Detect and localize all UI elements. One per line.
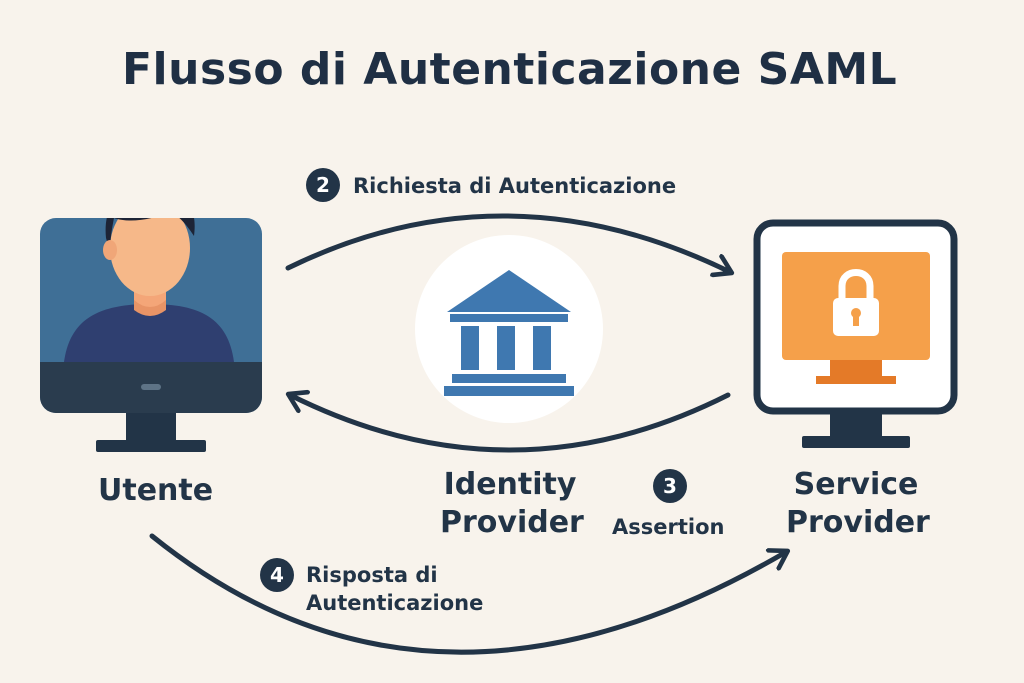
diagram-title: Flusso di Autenticazione SAML bbox=[122, 44, 898, 95]
step-3-label: Assertion bbox=[612, 515, 725, 539]
step-2-label: Richiesta di Autenticazione bbox=[353, 174, 677, 198]
sp-label-line1: Service bbox=[793, 467, 919, 502]
sp-label-line2: Provider bbox=[786, 505, 930, 540]
arrow-auth-request bbox=[285, 213, 730, 272]
idp-label-line2: Provider bbox=[440, 505, 584, 540]
step-2-badge: 2 bbox=[306, 168, 340, 202]
idp-label: Identity Provider bbox=[440, 466, 584, 542]
step-3-badge: 3 bbox=[653, 469, 687, 503]
bank-icon bbox=[415, 235, 603, 423]
user-monitor-icon bbox=[40, 218, 262, 452]
idp-label-line1: Identity bbox=[443, 467, 577, 502]
step-4-label: Risposta di Autenticazione bbox=[306, 561, 483, 617]
locked-monitor-icon bbox=[753, 219, 958, 448]
user-label: Utente bbox=[98, 473, 214, 508]
step-4-label-line2: Autenticazione bbox=[306, 591, 484, 615]
sp-label: Service Provider bbox=[786, 466, 930, 542]
arrow-assertion bbox=[290, 395, 731, 453]
step-4-badge: 4 bbox=[260, 558, 294, 592]
arrow-auth-response bbox=[149, 533, 786, 655]
step-4-label-line1: Risposta di bbox=[306, 563, 438, 587]
